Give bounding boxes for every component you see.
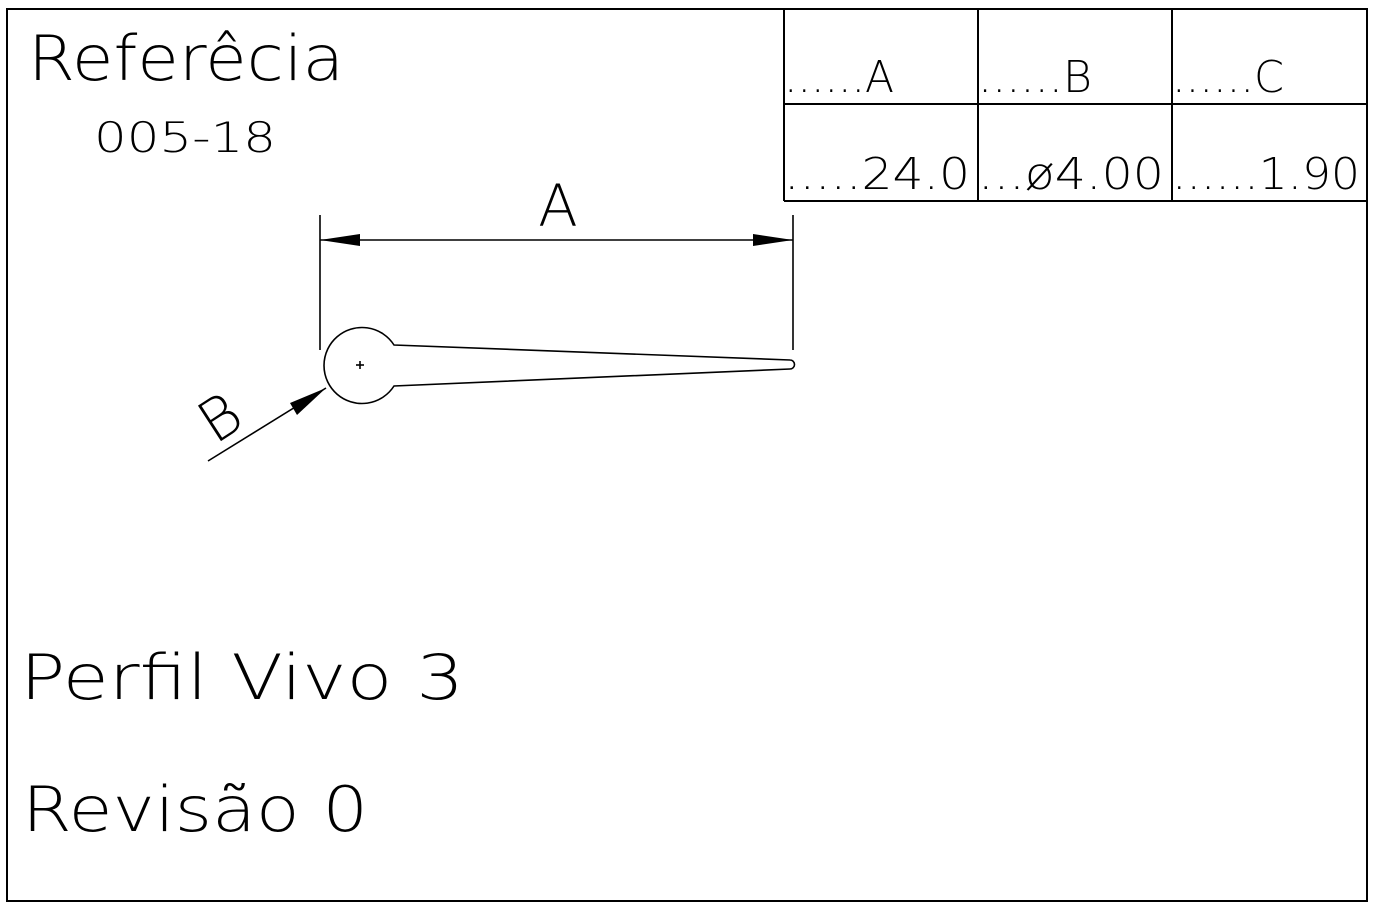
table-value-a: .....24.0 — [784, 149, 970, 200]
part-profile — [323, 326, 796, 405]
table-value-c: ......1.90 — [1172, 149, 1360, 200]
arrowhead-left-icon — [320, 234, 360, 246]
dimension-b-label: B — [186, 379, 255, 457]
table-header-c: ......C — [1172, 52, 1284, 103]
table-header-a: ......A — [784, 52, 894, 103]
reference-label: Referêcia — [28, 22, 344, 95]
arrowhead-right-icon — [753, 234, 793, 246]
reference-code: 005-18 — [94, 113, 276, 162]
revision-label: Revisão 0 — [22, 773, 368, 846]
table-value-b: ...ø4.00 — [978, 149, 1164, 200]
profile-name: Perfil Vivo 3 — [20, 641, 464, 714]
drawing-border — [6, 8, 1368, 902]
table-header-b: ......B — [978, 52, 1092, 103]
dimension-table: ......A ......B ......C .....24.0 ...ø4.… — [783, 9, 1367, 202]
dimension-a-label: A — [538, 172, 578, 240]
dimension-a: A — [319, 172, 794, 350]
dimension-b: B — [186, 379, 327, 462]
leader-arrowhead-icon — [290, 388, 326, 415]
